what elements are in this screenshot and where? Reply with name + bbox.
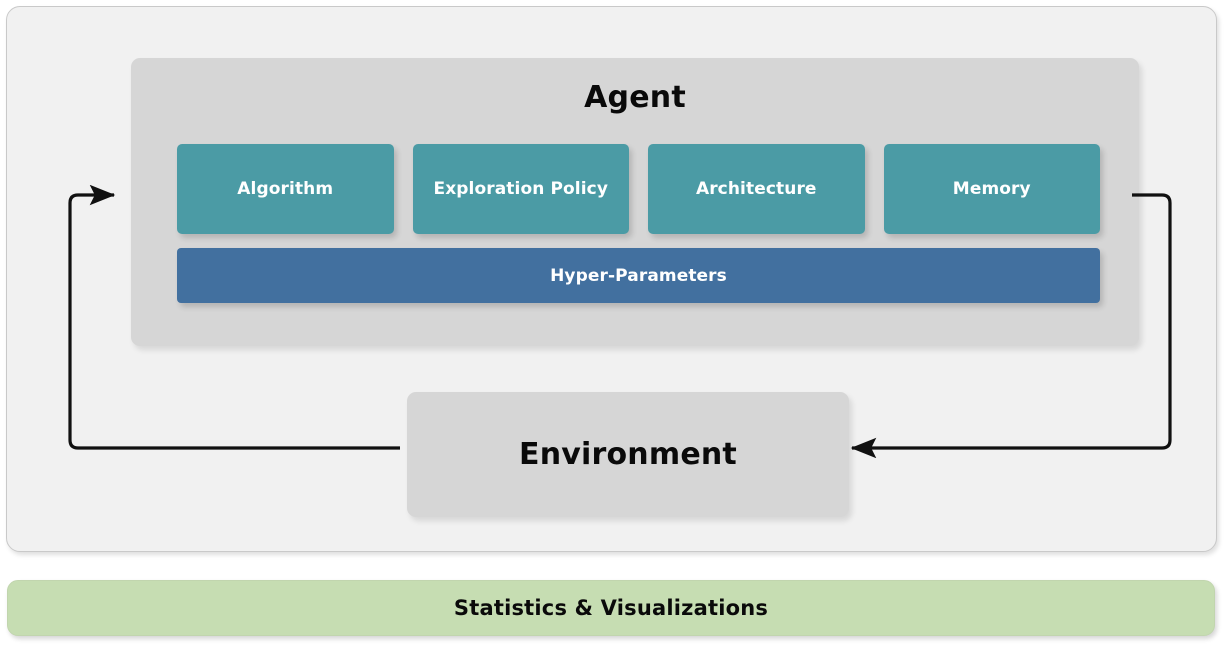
framework-panel: Agent Algorithm Exploration Policy Archi… [6, 6, 1217, 552]
hyper-parameters-bar[interactable]: Hyper-Parameters [177, 248, 1100, 303]
component-card-label: Exploration Policy [433, 179, 608, 199]
agent-title: Agent [584, 80, 686, 115]
component-card-label: Memory [952, 179, 1031, 199]
environment-title: Environment [519, 437, 737, 472]
hyper-parameters-label: Hyper-Parameters [550, 265, 727, 286]
component-card-label: Architecture [695, 179, 817, 199]
agent-panel: Agent Algorithm Exploration Policy Archi… [131, 58, 1139, 346]
component-card-memory[interactable]: Memory [883, 144, 1100, 234]
component-card-exploration-policy[interactable]: Exploration Policy [412, 144, 629, 234]
statistics-visualizations-bar[interactable]: Statistics & Visualizations [7, 580, 1215, 636]
component-card-label: Algorithm [237, 179, 334, 199]
environment-panel: Environment [407, 392, 849, 517]
agent-component-row: Algorithm Exploration Policy Architectur… [177, 144, 1100, 234]
statistics-visualizations-label: Statistics & Visualizations [453, 596, 769, 620]
component-card-architecture[interactable]: Architecture [648, 144, 865, 234]
component-card-algorithm[interactable]: Algorithm [177, 144, 394, 234]
